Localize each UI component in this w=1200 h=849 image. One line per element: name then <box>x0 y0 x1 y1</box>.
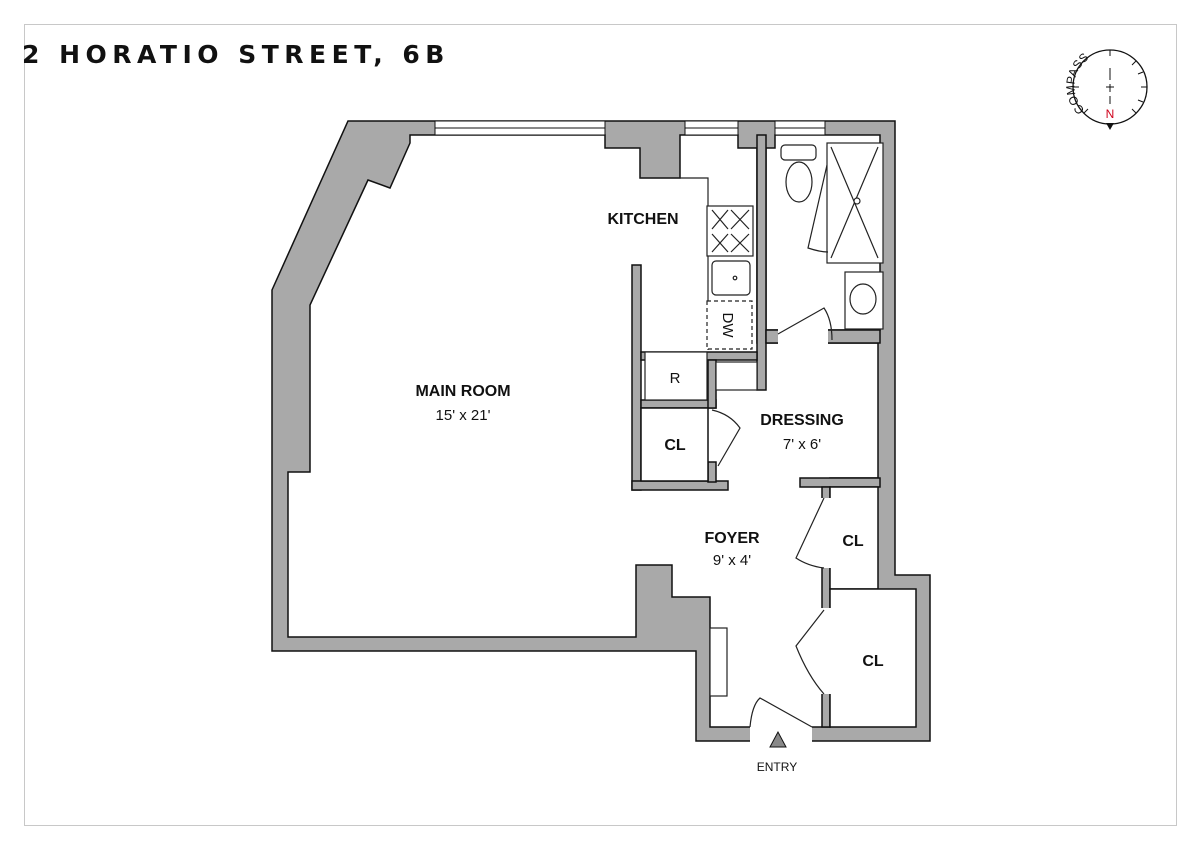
foyer-shelf <box>709 627 728 697</box>
foyer-size: 9' x 4' <box>713 552 751 569</box>
refrigerator <box>644 351 708 401</box>
kitchen-sink <box>711 260 751 296</box>
bathroom-sink <box>844 271 884 330</box>
page-frame <box>24 24 1177 826</box>
kitchen-counter <box>640 177 709 350</box>
entry-arrow-icon <box>769 730 787 748</box>
closet-1 <box>640 407 709 482</box>
entry-door-opening[interactable] <box>750 724 812 744</box>
closet-1-door-swing <box>711 409 741 467</box>
toilet <box>780 144 817 203</box>
main-room-label: MAIN ROOM <box>415 383 510 400</box>
cabinet <box>715 361 758 391</box>
closet-3-door-opening <box>818 608 832 694</box>
closet-2-door-opening <box>818 498 832 568</box>
compass-north: N <box>1106 107 1115 121</box>
kitchen-partition <box>631 264 642 491</box>
closet-3-label: CL <box>862 653 884 670</box>
bath-door-swing <box>777 307 833 341</box>
kitchen-label: KITCHEN <box>607 211 678 228</box>
dressing-foyer-wall <box>799 477 881 488</box>
main-room-size: 15' x 21' <box>436 407 491 424</box>
compass-icon: COMPASS N <box>1063 49 1148 130</box>
closet-3 <box>829 588 917 728</box>
closet-1-label: CL <box>664 437 686 454</box>
entry-label: ENTRY <box>757 760 797 774</box>
entry-door-swing <box>749 697 813 728</box>
dishwasher-label: DW <box>719 313 736 339</box>
closet-2-label: CL <box>842 533 864 550</box>
bath-door-opening <box>778 328 828 344</box>
foyer-label: FOYER <box>704 530 760 547</box>
shower <box>807 142 884 264</box>
windows <box>434 120 826 136</box>
dishwasher <box>706 300 753 350</box>
plan-title: 2 HORATIO STREET, 6B <box>22 40 450 69</box>
closet-3-door-swing <box>795 609 825 695</box>
closet-jamb <box>707 461 717 483</box>
closet-2 <box>829 486 879 590</box>
fridge-closet-wall <box>640 399 717 409</box>
kitchen-bath-wall <box>756 134 767 391</box>
closet-2-door-swing <box>795 497 825 569</box>
refrigerator-label: R <box>670 370 681 387</box>
dressing-size: 7' x 6' <box>783 436 821 453</box>
fridge-side-wall <box>707 359 717 409</box>
stove <box>706 205 754 257</box>
dressing-label: DRESSING <box>760 412 844 429</box>
